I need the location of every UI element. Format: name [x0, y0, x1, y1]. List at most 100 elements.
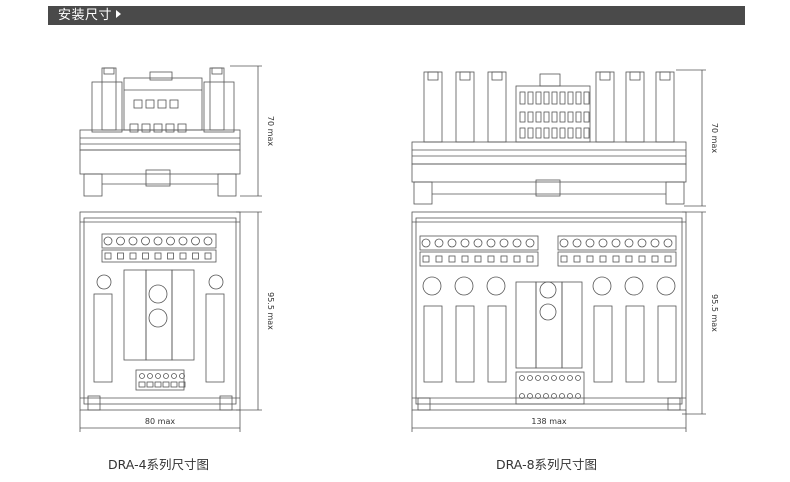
terminal-screw	[650, 238, 660, 248]
terminal-screw	[519, 375, 525, 381]
terminal-screw	[139, 373, 145, 379]
terminal-slot	[179, 252, 187, 260]
terminal-screw	[551, 375, 557, 381]
terminal-slot	[167, 252, 174, 260]
terminal-screw	[473, 238, 483, 248]
terminal-slot	[551, 91, 558, 105]
dra8-depth-dimension	[682, 211, 706, 415]
terminal-screw	[624, 238, 634, 248]
terminal-slot	[583, 127, 590, 139]
terminal-slot	[664, 255, 672, 263]
terminal-slot	[651, 255, 659, 263]
terminal-slot	[519, 111, 526, 123]
terminal-slot	[543, 127, 550, 139]
terminal-slot	[586, 255, 594, 263]
terminal-slot	[527, 127, 534, 139]
terminal-slot	[559, 127, 566, 139]
dra4-height-label: 70 max	[266, 116, 275, 146]
terminal-slot	[162, 381, 170, 388]
terminal-slot	[559, 111, 566, 123]
terminal-slot	[519, 127, 526, 139]
dra4-width-label: 80 max	[145, 417, 175, 426]
terminal-slot	[551, 111, 558, 123]
dra8-height-label: 70 max	[710, 123, 719, 153]
dra4-front-view	[79, 211, 241, 411]
terminal-screw	[663, 238, 673, 248]
terminal-slot	[599, 255, 607, 263]
terminal-slot	[154, 381, 162, 388]
terminal-slot	[535, 127, 542, 139]
terminal-slot	[422, 255, 430, 263]
terminal-screw	[486, 238, 496, 248]
terminal-slot	[170, 381, 178, 388]
terminal-screw	[575, 375, 581, 381]
dra4-width-dimension	[79, 410, 241, 432]
arrow-right-icon	[116, 10, 122, 18]
terminal-slot	[117, 252, 124, 260]
terminal-slot	[138, 381, 146, 388]
terminal-slot	[513, 255, 521, 263]
dra8-height-dimension	[676, 69, 706, 207]
terminal-screw	[166, 236, 175, 246]
terminal-screw	[512, 238, 522, 248]
terminal-screw	[567, 375, 573, 381]
terminal-slot	[527, 91, 534, 105]
terminal-screw	[103, 236, 113, 246]
terminal-screw	[598, 238, 608, 248]
terminal-screw	[447, 238, 457, 248]
terminal-slot	[535, 91, 542, 105]
section-title: 安装尺寸	[58, 7, 122, 24]
terminal-slot	[559, 91, 566, 105]
terminal-screw	[519, 393, 525, 399]
terminal-screw	[460, 238, 470, 248]
dra8-caption: DRA-8系列尺寸图	[496, 457, 598, 472]
terminal-screw	[203, 236, 213, 246]
dra8-side-view	[411, 71, 687, 205]
terminal-screw	[572, 238, 582, 248]
terminal-screw	[153, 236, 163, 246]
terminal-screw	[535, 375, 541, 381]
terminal-slot	[625, 255, 633, 263]
terminal-slot	[612, 255, 620, 263]
terminal-screw	[543, 375, 549, 381]
dra8-width-dimension	[411, 410, 687, 432]
terminal-slot	[146, 381, 154, 388]
section-header-bar: 安装尺寸	[48, 6, 745, 25]
terminal-slot	[204, 252, 212, 260]
terminal-screw	[575, 393, 581, 399]
terminal-slot	[543, 111, 550, 123]
terminal-screw	[179, 373, 185, 379]
terminal-screw	[499, 238, 509, 248]
terminal-slot	[560, 255, 568, 263]
terminal-slot	[526, 255, 534, 263]
terminal-slot	[519, 91, 526, 105]
terminal-screw	[543, 393, 549, 399]
terminal-slot	[535, 111, 542, 123]
terminal-slot	[448, 255, 456, 263]
terminal-screw	[171, 373, 177, 379]
dra4-height-dimension	[230, 65, 262, 197]
dra8-depth-label: 95.5 max	[710, 294, 719, 332]
terminal-screw	[163, 373, 169, 379]
terminal-screw	[637, 238, 647, 248]
terminal-slot	[638, 255, 646, 263]
terminal-screw	[567, 393, 573, 399]
terminal-screw	[155, 373, 161, 379]
dra8-front-view	[411, 211, 687, 411]
terminal-screw	[551, 393, 557, 399]
terminal-screw	[585, 238, 595, 248]
terminal-slot	[154, 252, 162, 260]
terminal-slot	[573, 255, 581, 263]
terminal-screw	[421, 238, 431, 248]
terminal-slot	[575, 127, 582, 139]
terminal-screw	[527, 393, 533, 399]
terminal-slot	[583, 91, 590, 105]
terminal-slot	[575, 111, 582, 123]
terminal-screw	[147, 373, 153, 379]
terminal-slot	[487, 255, 495, 263]
dra8-width-label: 138 max	[531, 417, 567, 426]
terminal-screw	[559, 375, 565, 381]
terminal-slot	[461, 255, 469, 263]
terminal-screw	[128, 236, 138, 246]
